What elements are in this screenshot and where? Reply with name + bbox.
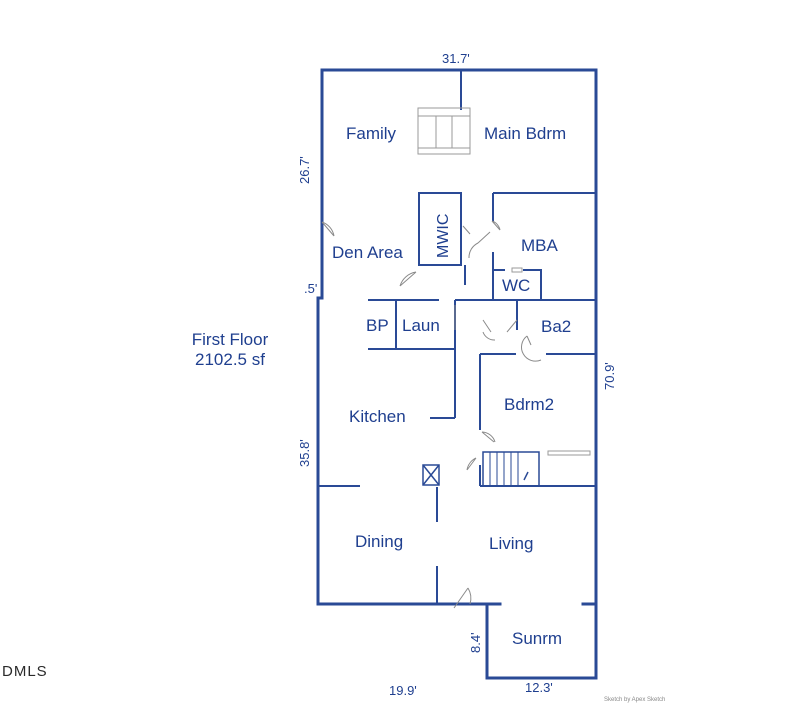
mls-watermark: DMLS [2, 663, 48, 680]
dimension-labels: 31.7' 26.7' .5' 35.8' 70.9' 8.4' 12.3' 1… [297, 51, 617, 698]
dimension-bottom: 19.9' [389, 683, 417, 698]
floor-area: 2102.5 sf [195, 350, 265, 369]
sketch-credit: Sketch by Apex Sketch [604, 697, 666, 703]
room-label-bdrm2: Bdrm2 [504, 395, 554, 414]
vent-icon [422, 464, 440, 486]
dimension-top: 31.7' [442, 51, 470, 66]
floor-title: First Floor [191, 330, 269, 349]
room-label-mba: MBA [521, 236, 559, 255]
floor-caption: First Floor 2102.5 sf [168, 330, 292, 370]
room-label-kitchen: Kitchen [349, 407, 406, 426]
interior-walls [318, 70, 598, 606]
room-label-ba2: Ba2 [541, 317, 571, 336]
dimension-jog: .5' [304, 281, 317, 296]
room-label-sunrm: Sunrm [512, 629, 562, 648]
room-label-den-area: Den Area [332, 243, 403, 262]
dimension-sunroom-side: 8.4' [468, 632, 483, 653]
stairs-icon [482, 450, 591, 487]
dimension-left-lower: 35.8' [297, 439, 312, 467]
room-label-family: Family [346, 124, 397, 143]
door-swings [321, 220, 542, 609]
dimension-left-upper: 26.7' [297, 156, 312, 184]
dimension-sunroom-bottom: 12.3' [525, 680, 553, 695]
fireplace-icon [417, 107, 471, 155]
room-label-dining: Dining [355, 532, 403, 551]
room-label-living: Living [489, 534, 533, 553]
room-label-main-bdrm: Main Bdrm [484, 124, 566, 143]
room-labels: Family Main Bdrm MWIC Den Area MBA WC BP… [332, 124, 571, 648]
exterior-walls [316, 68, 598, 680]
room-label-bp: BP [366, 316, 389, 335]
room-label-mwic: MWIC [435, 214, 452, 258]
room-label-laun: Laun [402, 316, 440, 335]
dimension-right: 70.9' [602, 362, 617, 390]
room-label-wc: WC [502, 276, 530, 295]
